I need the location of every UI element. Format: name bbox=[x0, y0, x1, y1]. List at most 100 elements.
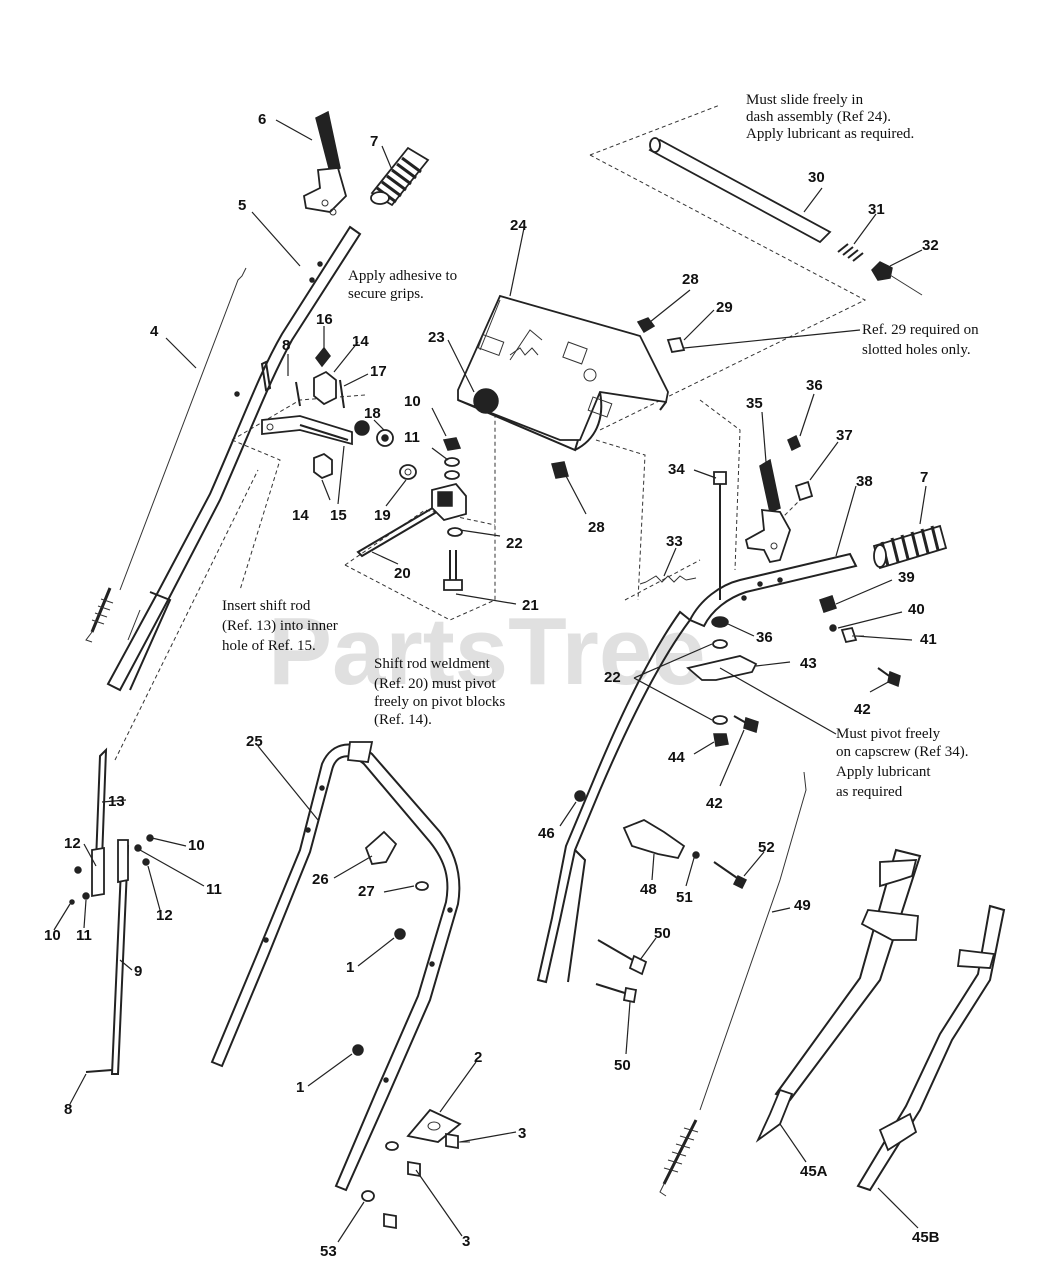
callout-10: 10 bbox=[188, 837, 205, 854]
note-ref29: Ref. 29 required on slotted holes only. bbox=[862, 322, 979, 358]
part-7-grip-right bbox=[872, 524, 948, 570]
callout-9: 9 bbox=[134, 963, 142, 980]
callout-33: 33 bbox=[666, 533, 683, 550]
callout-36: 36 bbox=[806, 377, 823, 394]
callout-30: 30 bbox=[808, 169, 825, 186]
part-8-pin bbox=[260, 360, 301, 407]
part-10-nut-upper bbox=[442, 437, 462, 451]
callout-34: 34 bbox=[668, 461, 685, 478]
callout-50: 50 bbox=[614, 1057, 631, 1074]
part-45b-handle bbox=[856, 904, 1006, 1192]
part-28-nut-lower bbox=[551, 461, 569, 479]
callout-7-right: 7 bbox=[920, 469, 928, 486]
callout-41: 41 bbox=[920, 631, 937, 648]
part-49-cable bbox=[659, 771, 807, 1197]
callout-53: 53 bbox=[320, 1243, 337, 1260]
part-13-shift-rod bbox=[91, 747, 108, 898]
callout-44: 44 bbox=[668, 749, 685, 766]
callout-1: 1 bbox=[346, 959, 354, 976]
callout-4: 4 bbox=[150, 323, 159, 340]
part-40-washer bbox=[829, 624, 837, 632]
callout-11: 11 bbox=[404, 429, 420, 446]
callout-24: 24 bbox=[510, 217, 527, 234]
callout-52: 52 bbox=[758, 839, 775, 856]
part-32-cap bbox=[871, 261, 923, 296]
callout-29: 29 bbox=[716, 299, 733, 316]
part-52-screw bbox=[713, 861, 748, 890]
note-shift-rod-line-3: hole of Ref. 15. bbox=[222, 638, 316, 654]
lower-right-handle bbox=[536, 610, 692, 984]
part-15-shift-bracket bbox=[261, 415, 353, 446]
callout-23: 23 bbox=[428, 329, 445, 346]
callout-14: 14 bbox=[292, 507, 309, 524]
callout-7: 7 bbox=[370, 133, 378, 150]
callout-21: 21 bbox=[522, 597, 539, 614]
callout-2: 2 bbox=[474, 1049, 482, 1066]
callout-46: 46 bbox=[538, 825, 555, 842]
callout-18: 18 bbox=[364, 405, 381, 422]
note-ref29-line-1: Ref. 29 required on bbox=[862, 322, 979, 338]
note-adhesive-line-1: Apply adhesive to bbox=[348, 268, 457, 284]
note-shift-rod-line-1: Insert shift rod bbox=[222, 598, 311, 614]
callout-28: 28 bbox=[588, 519, 605, 536]
callout-8: 8 bbox=[282, 337, 290, 354]
part-3-bolt-lower bbox=[383, 1141, 421, 1230]
callout-45b: 45B bbox=[912, 1229, 940, 1246]
note-slide-line-1: Must slide freely in bbox=[746, 92, 864, 108]
callout-11: 11 bbox=[206, 881, 222, 898]
part-48-clamp bbox=[622, 818, 686, 860]
note-ref29-line-2: slotted holes only. bbox=[862, 342, 971, 358]
part-34-capscrew bbox=[713, 471, 727, 600]
part-50-bolt-lower bbox=[595, 983, 638, 1004]
callout-28: 28 bbox=[682, 271, 699, 288]
callout-8: 8 bbox=[64, 1101, 72, 1118]
part-1-nut-lower bbox=[352, 1044, 364, 1056]
part-17-pin bbox=[339, 379, 345, 409]
callout-1: 1 bbox=[296, 1079, 304, 1096]
part-23-knob bbox=[473, 388, 499, 414]
callout-15: 15 bbox=[330, 507, 347, 524]
callout-31: 31 bbox=[868, 201, 885, 218]
part-14-pivot-block-upper bbox=[313, 370, 337, 406]
callout-5: 5 bbox=[238, 197, 246, 214]
callout-26: 26 bbox=[312, 871, 329, 888]
leader-lines bbox=[53, 119, 927, 1243]
note-adhesive-line-2: secure grips. bbox=[348, 286, 424, 302]
callout-49: 49 bbox=[794, 897, 811, 914]
part-41-bolt bbox=[840, 626, 864, 644]
callout-19: 19 bbox=[374, 507, 391, 524]
callout-10: 10 bbox=[404, 393, 421, 410]
note-slide-line-3: Apply lubricant as required. bbox=[746, 126, 914, 142]
note-shift-rod: Insert shift rod (Ref. 13) into inner ho… bbox=[222, 598, 338, 654]
callout-13: 13 bbox=[108, 793, 125, 810]
part-37-spacer bbox=[794, 480, 814, 502]
part-44-nut bbox=[712, 715, 729, 747]
part-29-washer bbox=[666, 336, 686, 354]
callout-12: 12 bbox=[64, 835, 81, 852]
part-22-washer-right bbox=[712, 639, 728, 649]
note-shift-rod-line-2: (Ref. 13) into inner bbox=[222, 618, 338, 634]
part-9-shift-rod bbox=[85, 839, 130, 1075]
part-14-pivot-block-lower bbox=[313, 452, 333, 480]
callout-43: 43 bbox=[800, 655, 817, 672]
callout-12: 12 bbox=[156, 907, 173, 924]
note-weldment-line-4: (Ref. 14). bbox=[374, 712, 432, 728]
part-33-spring bbox=[639, 575, 697, 585]
callout-20: 20 bbox=[394, 565, 411, 582]
callout-42: 42 bbox=[706, 795, 723, 812]
part-22-washer bbox=[447, 527, 463, 537]
part-25-handle-lower bbox=[210, 741, 461, 1192]
part-1-nut-upper bbox=[394, 928, 406, 940]
part-27-nut bbox=[415, 881, 429, 891]
part-35-lever bbox=[744, 458, 791, 564]
note-weldment-line-3: freely on pivot blocks bbox=[374, 694, 505, 710]
watermark: PartsTree bbox=[268, 598, 706, 705]
part-3-bolt-upper bbox=[445, 1132, 470, 1150]
part-24-dash-assembly bbox=[457, 294, 669, 452]
part-20-shift-rod-weldment bbox=[356, 482, 467, 558]
callout-36: 36 bbox=[756, 629, 773, 646]
part-26-bracket bbox=[364, 830, 398, 865]
part-36-nut-lower bbox=[711, 616, 729, 628]
part-16-clip bbox=[315, 346, 331, 368]
